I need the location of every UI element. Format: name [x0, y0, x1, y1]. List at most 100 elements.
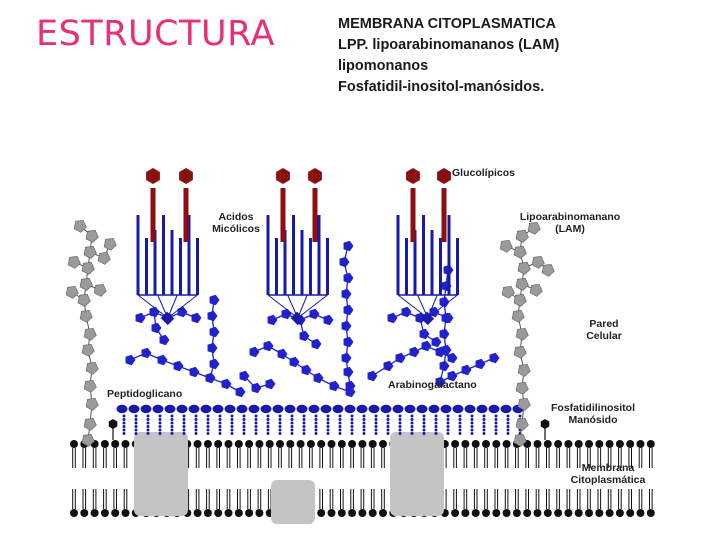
peptide-bridge-dot	[350, 421, 354, 425]
lipid-head	[626, 440, 635, 448]
glycolipid-stem	[280, 188, 286, 242]
lipid-head	[214, 509, 223, 517]
peptide-bridge-dot	[254, 414, 258, 418]
peptide-bridge-dot	[326, 418, 330, 421]
glycolipid-stem	[150, 188, 156, 242]
peptide-bridge-dot	[182, 414, 186, 418]
peptide-bridge-dot	[506, 421, 510, 425]
peptide-bridge-dot	[278, 418, 282, 421]
membrane-proteins	[134, 432, 444, 524]
peptidoglycan-unit	[488, 404, 500, 414]
peptide-bridge-dot	[242, 432, 246, 435]
lipid-head	[533, 509, 542, 517]
peptide-bridge-dot	[242, 421, 246, 425]
mannose-sugar	[513, 345, 527, 359]
lipid-head	[358, 509, 367, 517]
arabinose-sugar	[251, 382, 262, 394]
lipid-head	[286, 440, 295, 448]
peptide-bridge-dot	[182, 418, 186, 421]
lipid-head	[368, 509, 377, 517]
mannose-sugar	[77, 293, 91, 307]
lipid-head	[574, 509, 583, 517]
peptide-bridge-dot	[314, 418, 318, 421]
glycolipid-head	[179, 168, 193, 184]
peptidoglycan-unit	[128, 404, 140, 414]
peptide-bridge-dot	[314, 421, 318, 425]
peptide-bridge-dot	[230, 425, 234, 428]
peptidoglycan-unit	[464, 404, 476, 414]
peptide-bridge-dot	[266, 414, 270, 418]
glycolipid-stem	[183, 188, 189, 242]
peptide-bridge-dot	[134, 428, 138, 432]
peptide-bridge-dot	[206, 425, 210, 428]
peptide-bridge-dot	[134, 418, 138, 421]
peptide-bridge-dot	[290, 425, 294, 428]
peptide-bridge-dot	[230, 428, 234, 432]
lipid-head	[646, 440, 655, 448]
glycolipid-head	[276, 168, 290, 184]
arabinose-sugar	[207, 310, 218, 322]
arabinose-sugar	[343, 240, 354, 252]
peptidoglycan-unit	[440, 404, 452, 414]
arabinose-sugar	[239, 370, 250, 382]
peptide-bridge-dot	[350, 418, 354, 421]
lipid-head	[379, 440, 387, 448]
lipid-head	[193, 440, 202, 448]
peptide-bridge-dot	[482, 432, 486, 435]
arabinose-sugar	[135, 312, 146, 324]
peptide-bridge-dot	[446, 421, 450, 425]
peptide-bridge-dot	[290, 414, 294, 418]
peptide-bridge-dot	[122, 432, 126, 435]
mannose-sugar	[79, 309, 93, 323]
mannose-sugar	[81, 261, 95, 275]
peptidoglycan-unit	[476, 404, 488, 414]
mannose-sugar	[517, 397, 531, 411]
peptide-bridge-dot	[218, 418, 222, 421]
lipid-head	[234, 440, 243, 448]
arabinose-sugar	[475, 358, 486, 370]
peptide-bridge-dot	[386, 425, 390, 428]
peptide-bridge-dot	[146, 421, 150, 425]
peptide-bridge-dot	[434, 428, 438, 432]
pim-head	[540, 419, 550, 429]
lipid-head	[70, 440, 78, 448]
peptide-bridge-dot	[194, 421, 198, 425]
glycolipid-stem	[312, 188, 318, 242]
peptide-bridge-dot	[410, 418, 414, 421]
peptide-bridge-dot	[158, 428, 162, 432]
lipid-head	[70, 509, 78, 517]
arabinose-sugar	[281, 308, 292, 320]
lipid-head	[306, 440, 315, 448]
peptide-bridge-dot	[146, 432, 150, 435]
peptidoglycan-unit	[344, 404, 356, 414]
peptide-bridge-dot	[410, 425, 414, 428]
peptide-bridge-dot	[290, 418, 294, 421]
peptidoglycan-unit	[272, 404, 284, 414]
arabinose-sugar	[265, 378, 276, 390]
peptide-bridge-dot	[170, 414, 174, 418]
lipid-head	[595, 440, 604, 448]
peptidoglycan-unit	[236, 404, 248, 414]
peptide-bridge-dot	[338, 414, 342, 418]
lipid-head	[265, 440, 274, 448]
peptide-bridge-dot	[326, 414, 330, 418]
arabinose-sugar	[343, 366, 354, 378]
peptide-bridge-dot	[170, 432, 174, 435]
peptide-bridge-dot	[374, 425, 378, 428]
peptide-bridge-dot	[446, 432, 450, 435]
mannose-sugar	[527, 221, 541, 235]
peptide-bridge-dot	[302, 425, 306, 428]
peptide-bridge-dot	[266, 425, 270, 428]
arabinogalactan-chains	[125, 240, 500, 398]
peptide-bridge-dot	[122, 425, 126, 428]
peptide-bridge-dot	[506, 425, 510, 428]
peptide-bridge-dot	[254, 432, 258, 435]
peptide-bridge-dot	[470, 414, 474, 418]
peptide-bridge-dot	[518, 414, 522, 418]
peptide-bridge-dot	[374, 418, 378, 421]
peptidoglycan-unit	[248, 404, 260, 414]
label-glucolipidos: Glucolípicos	[452, 167, 516, 179]
peptide-bridge-dot	[182, 428, 186, 432]
arabinose-sugar	[339, 256, 350, 268]
